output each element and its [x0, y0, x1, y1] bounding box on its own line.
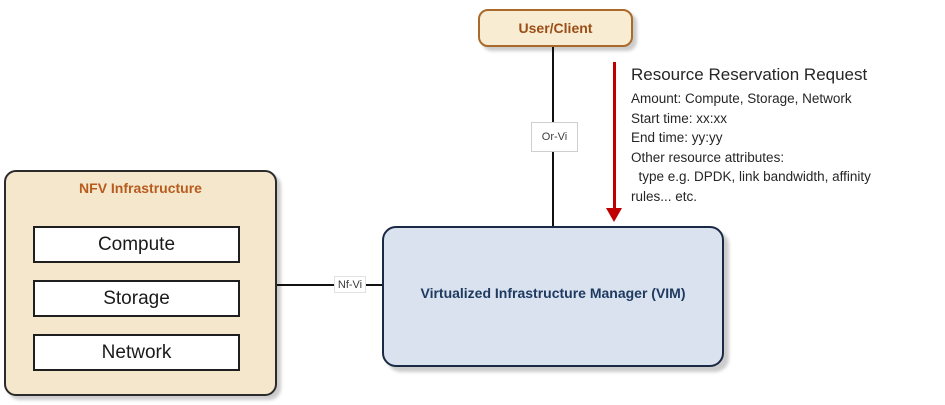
- arrow-down-icon: [606, 208, 622, 222]
- annotation-line: End time: yy:yy: [631, 130, 723, 145]
- vim-label: Virtualized Infrastructure Manager (VIM): [420, 284, 686, 301]
- compute-label: Compute: [97, 233, 176, 255]
- annotation-line: Amount: Compute, Storage, Network: [631, 91, 852, 106]
- or-vi-label-text: Or-Vi: [541, 131, 568, 143]
- user-client-node: User/Client: [478, 9, 633, 47]
- annotation-line: rules... etc.: [631, 188, 698, 204]
- request-arrow-line: [613, 62, 616, 209]
- annotation-line: type e.g. DPDK, link bandwidth, affinity: [631, 169, 871, 184]
- or-vi-connector-label: Or-Vi: [531, 122, 578, 152]
- annotation-title: Resource Reservation Request: [631, 65, 868, 84]
- nf-vi-connector-label: Nf-Vi: [334, 276, 366, 293]
- user-client-label: User/Client: [518, 20, 593, 36]
- component-compute: Compute: [33, 226, 240, 263]
- component-storage: Storage: [33, 280, 240, 317]
- annotation-line: Other resource attributes:: [631, 149, 785, 165]
- nf-vi-label-text: Nf-Vi: [337, 278, 363, 291]
- vim-node: Virtualized Infrastructure Manager (VIM): [382, 226, 724, 367]
- resource-request-annotation: Resource Reservation Request Amount: Com…: [631, 64, 931, 206]
- annotation-line: Start time: xx:xx: [631, 110, 728, 126]
- storage-label: Storage: [103, 287, 170, 309]
- component-network: Network: [33, 334, 240, 371]
- network-label: Network: [101, 341, 172, 363]
- nf-vi-connector-line: [277, 284, 382, 286]
- nfv-infrastructure-title: NFV Infrastructure: [79, 180, 202, 196]
